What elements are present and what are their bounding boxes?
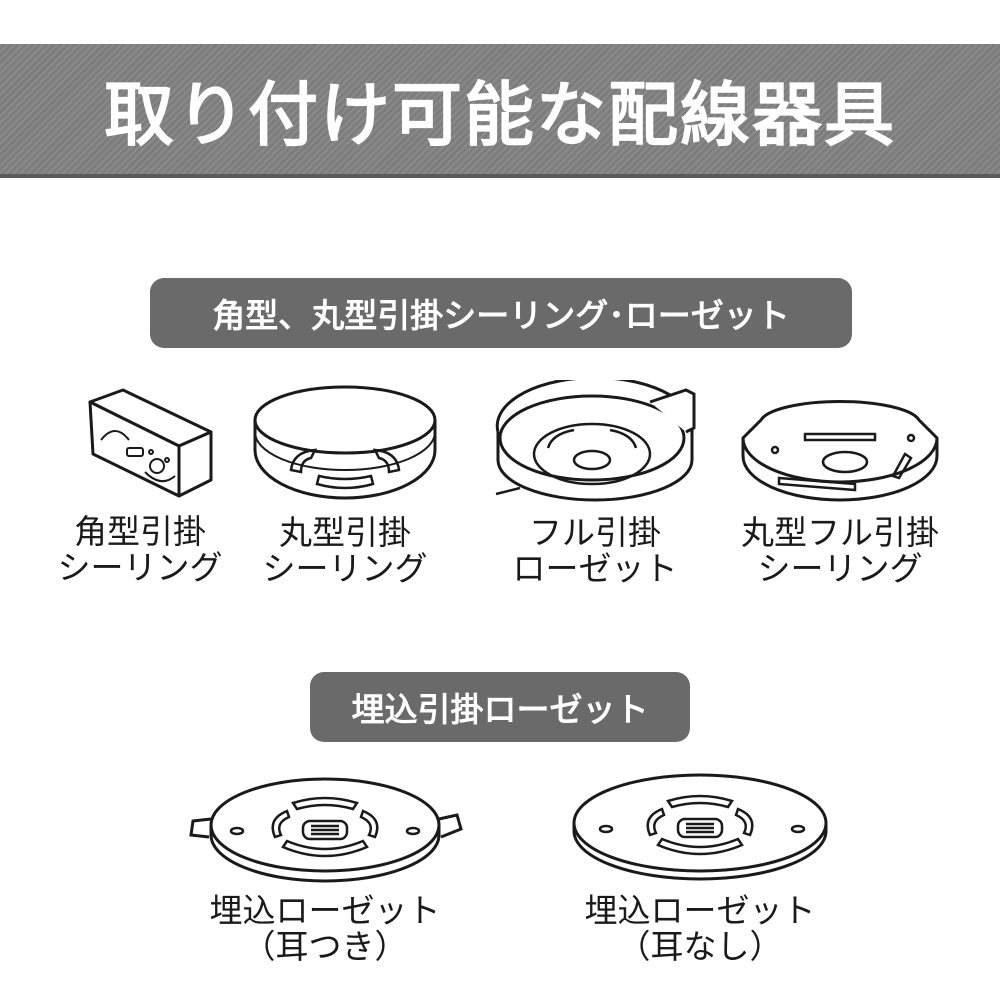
section-label-ceiling: 角型、丸型引掛シーリング･ローゼット <box>150 278 852 348</box>
flush-rosette-without-ears-icon <box>572 773 828 881</box>
caption-line: （耳つき） <box>242 927 408 966</box>
item-flush-without-ears: 埋込ローゼット （耳なし） <box>545 765 855 965</box>
caption-line: シーリング <box>262 549 428 588</box>
caption-line: シーリング <box>757 549 923 588</box>
caption-line: （耳なし） <box>617 927 783 966</box>
caption-line: 角型引掛 <box>74 512 206 551</box>
item-full-rosette: フル引掛 ローゼット <box>490 380 700 587</box>
item-round-ceiling: 丸型引掛 シーリング <box>240 380 450 587</box>
item-flush-with-ears: 埋込ローゼット （耳つき） <box>170 765 480 965</box>
full-rosette-icon <box>495 380 696 502</box>
flush-rosette-with-ears-icon <box>189 777 463 883</box>
item-square-ceiling: 角型引掛 シーリング <box>40 380 240 586</box>
page-title: 取り付け可能な配線器具 <box>104 73 896 156</box>
caption-line: ローゼット <box>512 549 678 588</box>
round-full-ceiling-outlet-icon <box>741 399 939 502</box>
caption-line: 丸型引掛 <box>279 513 411 552</box>
caption-line: 埋込ローゼット <box>209 891 441 930</box>
section-label-flush: 埋込引掛ローゼット <box>310 672 690 742</box>
caption-line: シーリング <box>57 548 223 587</box>
caption-line: フル引掛 <box>529 513 661 552</box>
item-round-full-ceiling: 丸型フル引掛 シーリング <box>725 380 955 587</box>
caption-line: 埋込ローゼット <box>584 891 816 930</box>
title-banner: 取り付け可能な配線器具 <box>0 44 1000 178</box>
caption-line: 丸型フル引掛 <box>741 513 939 552</box>
square-ceiling-outlet-icon <box>88 388 213 498</box>
round-ceiling-outlet-icon <box>253 385 437 500</box>
